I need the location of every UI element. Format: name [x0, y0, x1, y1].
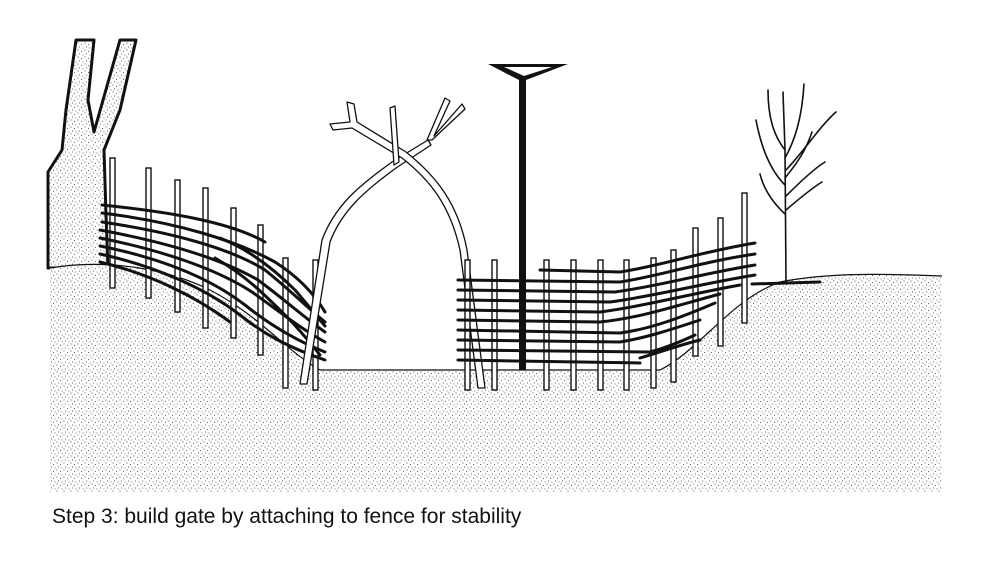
gate-left-rod: [299, 139, 432, 385]
stake: [464, 259, 471, 391]
fence-gate-illustration: [46, 38, 943, 492]
gate-right-rod: [329, 101, 486, 389]
step-caption: Step 3: build gate by attaching to fence…: [52, 505, 522, 528]
stake: [570, 259, 577, 391]
stake: [145, 167, 152, 299]
arched-willow-gate: [299, 97, 486, 389]
stake: [650, 257, 657, 389]
bare-sapling: [755, 83, 837, 283]
tree-trunk: [46, 38, 138, 270]
stake: [543, 259, 550, 391]
stake: [597, 259, 604, 391]
stake: [282, 257, 289, 389]
stake: [491, 259, 498, 391]
stake: [670, 249, 677, 383]
stake: [623, 259, 630, 391]
left-wattle-weave: [98, 203, 327, 362]
gate-twig: [426, 97, 466, 141]
gate-twig: [389, 105, 400, 166]
right-wattle-weave: [456, 241, 822, 365]
stake: [741, 192, 748, 324]
forked-post: [488, 64, 568, 370]
